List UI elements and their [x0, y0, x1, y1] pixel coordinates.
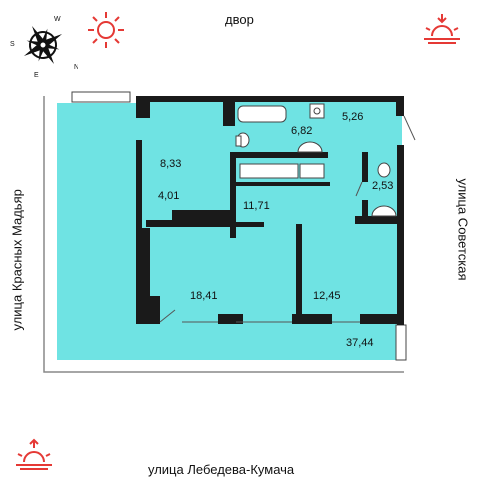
walls: [136, 96, 404, 325]
compass-e-label: E: [34, 72, 39, 78]
street-top-label: двор: [225, 12, 254, 27]
room-area-bottom-right: 12,45: [313, 290, 341, 302]
room-area-toilet: 2,53: [372, 180, 394, 192]
terrace-side-panel: [395, 324, 407, 361]
terrace-outline: [43, 96, 404, 373]
terrace-window: [71, 91, 131, 103]
room-area-hall: 11,71: [243, 200, 270, 212]
room-area-bathroom: 6,82: [291, 125, 313, 137]
sun-icon: [88, 12, 124, 48]
compass-w-label: W: [54, 16, 61, 23]
compass-s-label: S: [10, 41, 15, 48]
room-area-top-left: 8,33: [160, 158, 182, 170]
room-area-top-right: 5,26: [342, 111, 364, 123]
bathroom-fixtures: [235, 103, 397, 217]
street-bottom-label: улица Лебедева-Кумача: [148, 462, 295, 477]
sunset-icon: [424, 14, 460, 44]
sunrise-icon: [16, 438, 52, 470]
room-area-terrace: 37,44: [346, 337, 374, 349]
compass-icon: N S W E: [10, 16, 78, 78]
compass-n-label: N: [74, 64, 78, 71]
room-area-bottom-left: 18,41: [190, 290, 218, 302]
room-area-corridor-left: 4,01: [158, 190, 180, 202]
